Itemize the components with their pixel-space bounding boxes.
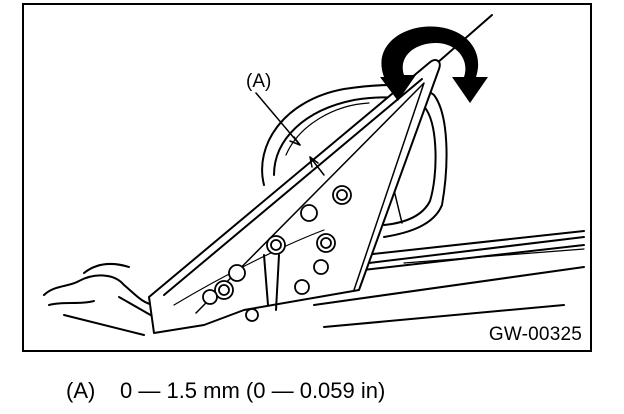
mirror-clearance-diagram: (A) GW-00325 — [22, 3, 592, 352]
caption-text: 0 — 1.5 mm (0 — 0.059 in) — [120, 378, 386, 403]
door-panel-lines — [313, 230, 585, 328]
clearance-callout — [255, 92, 325, 176]
mirror-bracket-illustration — [43, 14, 585, 336]
figure-code: GW-00325 — [488, 324, 582, 345]
bracket-post — [263, 254, 280, 311]
caption-key: (A) — [66, 378, 96, 403]
caption: (A) 0 — 1.5 mm (0 — 0.059 in) — [66, 380, 385, 402]
hand-outline — [43, 262, 165, 336]
bracket-bolt-holes — [202, 185, 352, 322]
rotation-arrow-icon — [380, 26, 488, 103]
callout-label-a: (A) — [246, 71, 272, 92]
mirror-bracket — [148, 59, 441, 334]
